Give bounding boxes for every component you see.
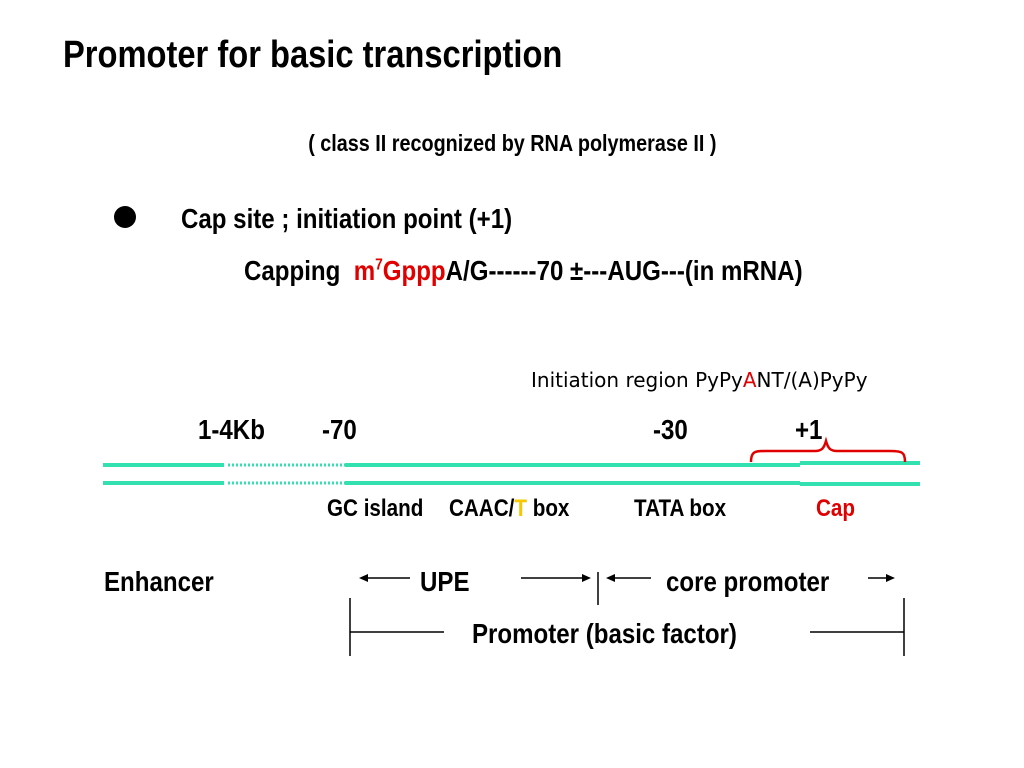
page-title: Promoter for basic transcription (63, 34, 644, 77)
feature-tata-text: TATA box (634, 495, 727, 522)
initiation-region-rest: NT/(A)PyPy (756, 368, 868, 392)
capping-prefix: Capping (244, 255, 341, 286)
capping-gppp: Gppp (382, 255, 446, 286)
region-promoter: Promoter (basic factor) (472, 618, 780, 650)
region-core-promoter: core promoter (666, 566, 856, 598)
capping-suffix: A/G------70 ±---AUG---(in mRNA) (445, 255, 803, 286)
feature-gc-island-text: GC island (327, 495, 424, 522)
capping-superscript: 7 (375, 256, 383, 274)
feature-tata-box: TATA box (634, 495, 741, 523)
initiation-region-label: Initiation region PyPyANT/(A)PyPy (531, 368, 868, 392)
region-enhancer-text: Enhancer (104, 566, 214, 597)
region-upe-text: UPE (420, 566, 470, 597)
page-title-text: Promoter for basic transcription (63, 34, 563, 76)
feature-caac-t: T (514, 495, 527, 522)
upe-right-arrowhead-icon (582, 574, 591, 582)
position-kb: 1-4Kb (198, 414, 276, 446)
position-plus1-text: +1 (795, 414, 823, 445)
bullet-text-label: Cap site ; initiation point (+1) (181, 203, 513, 234)
feature-caac-suffix: box (526, 495, 570, 522)
feature-caac-prefix: CAAC/ (449, 495, 515, 522)
capping-m: m (353, 255, 376, 286)
initiation-region-brace (749, 436, 907, 463)
position-plus1: +1 (795, 414, 827, 446)
region-upe: UPE (420, 566, 478, 598)
region-enhancer: Enhancer (104, 566, 232, 598)
region-core-promoter-text: core promoter (666, 566, 830, 597)
bullet-dot-icon (114, 206, 136, 228)
page-subtitle-text: ( class II recognized by RNA polymerase … (307, 130, 717, 156)
feature-caac-box: CAAC/T box (449, 495, 589, 523)
initiation-region-highlight: A (742, 368, 757, 392)
initiation-region-text: Initiation region PyPy (531, 368, 743, 392)
capping-line: Capping m7GpppA/G------70 ±---AUG---(in … (244, 255, 894, 287)
feature-cap: Cap (816, 495, 861, 523)
core-left-arrowhead-icon (606, 574, 615, 582)
bullet-text: Cap site ; initiation point (+1) (181, 203, 566, 235)
feature-cap-text: Cap (816, 495, 855, 522)
position-minus30: -30 (653, 414, 693, 446)
position-kb-text: 1-4Kb (198, 414, 265, 445)
feature-gc-island: GC island (327, 495, 439, 523)
region-promoter-text: Promoter (basic factor) (472, 618, 737, 649)
position-minus70-text: -70 (322, 414, 357, 445)
position-minus70: -70 (322, 414, 362, 446)
page-subtitle: ( class II recognized by RNA polymerase … (0, 130, 1024, 157)
core-right-arrowhead-icon (886, 574, 895, 582)
position-minus30-text: -30 (653, 414, 688, 445)
upe-left-arrowhead-icon (359, 574, 368, 582)
